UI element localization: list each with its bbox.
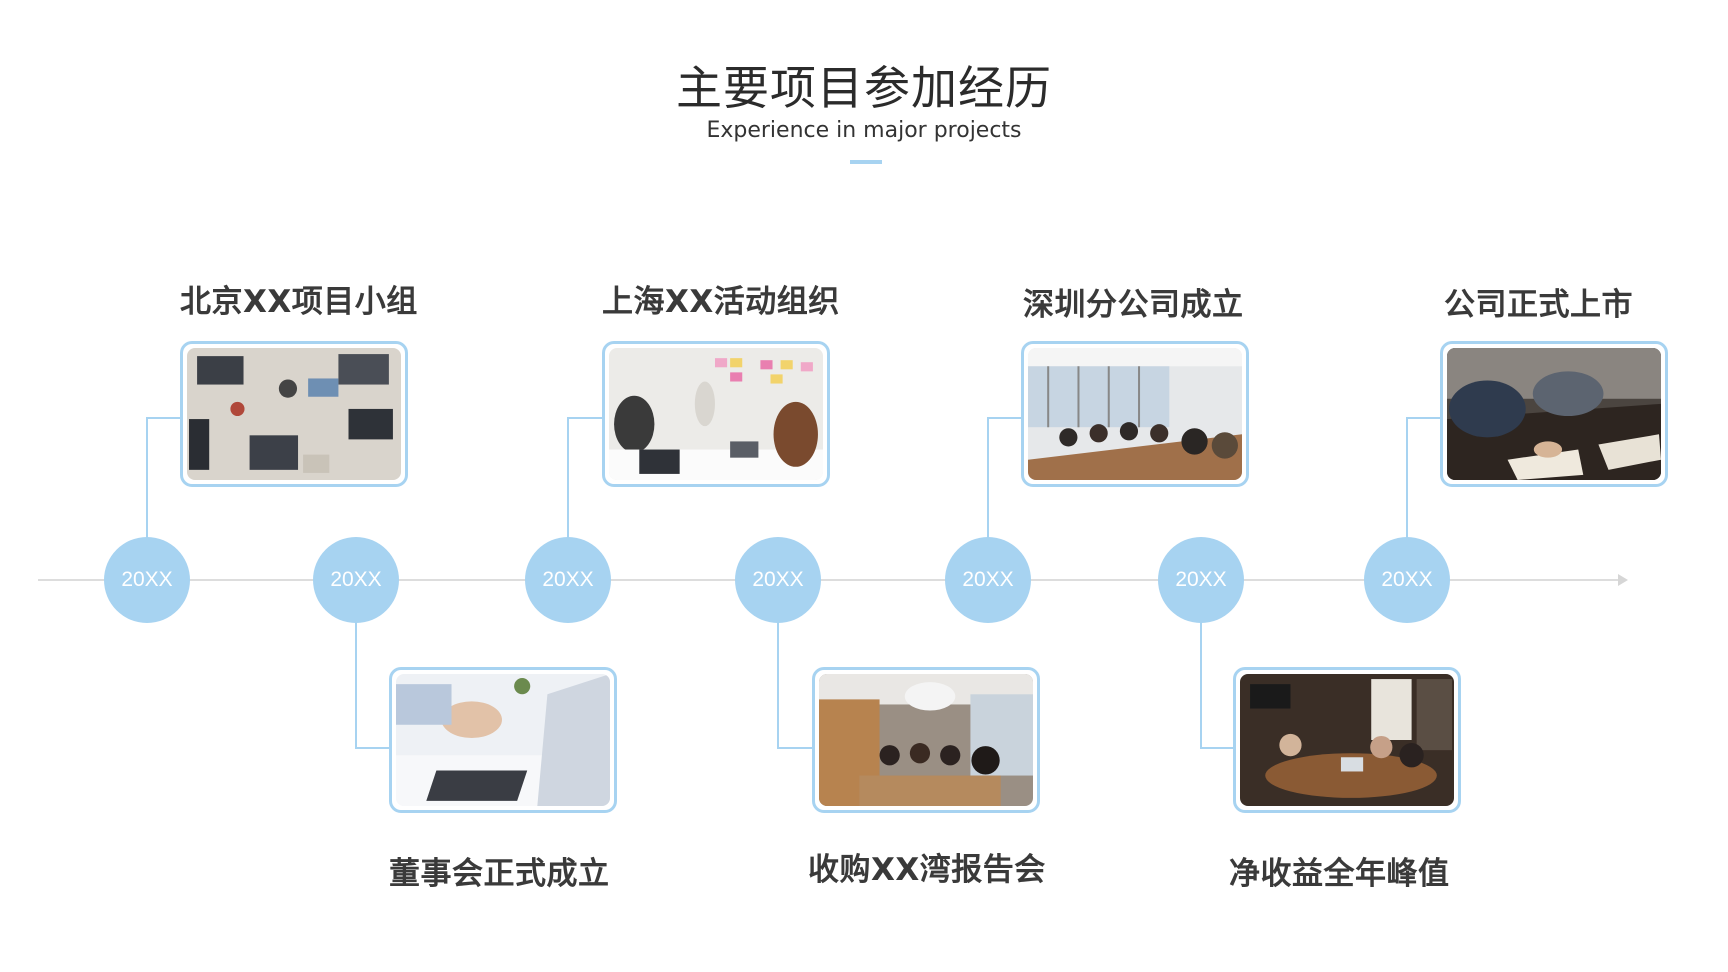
timeline-node: 20XX xyxy=(313,537,399,623)
connector xyxy=(146,417,148,539)
page-title: 主要项目参加经历 xyxy=(676,61,1052,115)
connector xyxy=(567,417,569,539)
event-label: 深圳分公司成立 xyxy=(1023,287,1244,323)
office-meeting-photo xyxy=(819,674,1033,806)
connector xyxy=(355,621,357,749)
connector xyxy=(1200,621,1202,749)
photo-card xyxy=(389,667,617,813)
event-label: 收购XX湾报告会 xyxy=(808,852,1046,888)
photo-card xyxy=(180,341,408,487)
connector xyxy=(777,747,812,749)
photo-card xyxy=(1233,667,1461,813)
timeline-node: 20XX xyxy=(1158,537,1244,623)
timeline-node: 20XX xyxy=(104,537,190,623)
conference-room-photo xyxy=(1028,348,1242,480)
signing-documents-photo xyxy=(1447,348,1661,480)
connector xyxy=(1200,747,1233,749)
connector xyxy=(567,417,602,419)
connector xyxy=(987,417,989,539)
photo-card xyxy=(812,667,1040,813)
photo-card xyxy=(1021,341,1249,487)
photo-card xyxy=(1440,341,1668,487)
event-label: 公司正式上市 xyxy=(1444,287,1633,323)
timeline-node: 20XX xyxy=(735,537,821,623)
event-label: 上海XX活动组织 xyxy=(602,284,840,320)
team-laptops-overhead-photo xyxy=(187,348,401,480)
photo-card xyxy=(602,341,830,487)
connector xyxy=(1406,417,1440,419)
event-label: 北京XX项目小组 xyxy=(180,284,418,320)
timeline-node: 20XX xyxy=(1364,537,1450,623)
connector xyxy=(355,747,391,749)
title-accent-bar xyxy=(850,160,882,164)
sticky-notes-meeting-photo xyxy=(609,348,823,480)
notebook-writing-photo xyxy=(396,674,610,806)
timeline-axis xyxy=(38,579,1620,581)
connector xyxy=(146,417,182,419)
connector xyxy=(987,417,1021,419)
timeline-arrow-icon xyxy=(1618,574,1628,586)
event-label: 净收益全年峰值 xyxy=(1229,856,1450,892)
event-label: 董事会正式成立 xyxy=(389,856,610,892)
page-subtitle: Experience in major projects xyxy=(706,118,1022,143)
connector xyxy=(777,621,779,749)
timeline-node: 20XX xyxy=(525,537,611,623)
boardroom-discussion-photo xyxy=(1240,674,1454,806)
connector xyxy=(1406,417,1408,539)
timeline-node: 20XX xyxy=(945,537,1031,623)
